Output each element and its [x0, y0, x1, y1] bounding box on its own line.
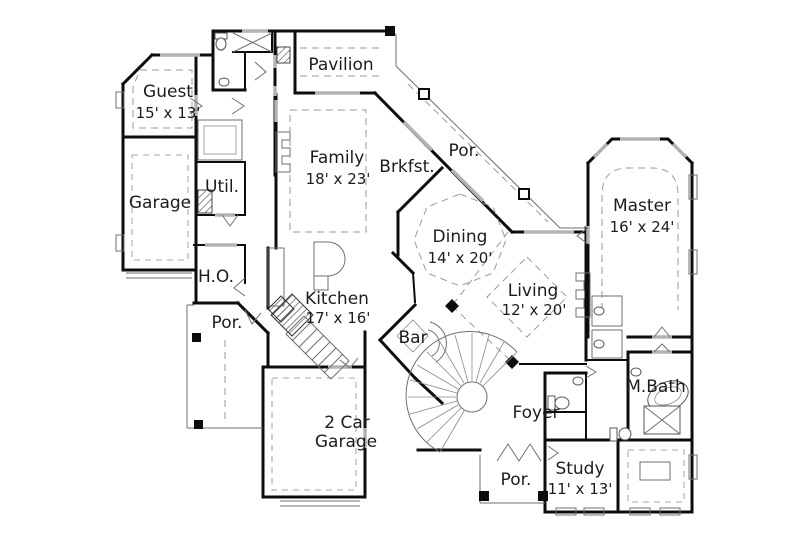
label-por-bottom: Por. — [501, 470, 532, 490]
label-por-upper: Por. — [449, 141, 480, 161]
garage-doors — [126, 154, 360, 507]
label-kitchen-dims: 17' x 16' — [306, 309, 371, 327]
window-openings — [160, 29, 688, 448]
label-dining-dims: 14' x 20' — [428, 249, 493, 267]
window-bumps — [115, 91, 698, 516]
ceiling-dashes — [132, 69, 685, 503]
room-labels: Guest 15' x 13' Garage Util. Pavilion Fa… — [129, 55, 686, 498]
label-guest-dims: 15' x 13' — [136, 104, 201, 122]
label-mbath: M.Bath — [626, 377, 686, 397]
label-2car-line2: Garage — [315, 432, 377, 452]
label-por-left: Por. — [212, 313, 243, 333]
label-pavilion: Pavilion — [308, 55, 373, 75]
label-foyer: Foyer — [512, 403, 559, 423]
label-util: Util. — [205, 177, 239, 197]
spiral-stair — [405, 330, 518, 453]
door-swings — [189, 61, 671, 462]
label-master: Master — [613, 196, 671, 216]
label-dining: Dining — [433, 227, 488, 247]
label-family: Family — [310, 148, 365, 168]
label-ho: H.O. — [198, 267, 234, 287]
columns — [445, 299, 519, 369]
label-guest: Guest — [143, 82, 193, 102]
label-bar: Bar — [398, 328, 427, 348]
label-master-dims: 16' x 24' — [610, 218, 675, 236]
kitchen-details — [267, 241, 447, 363]
upper-porch — [300, 26, 588, 229]
label-garage: Garage — [129, 193, 191, 213]
porches — [186, 304, 548, 504]
label-living-dims: 12' x 20' — [502, 301, 567, 319]
label-study-dims: 11' x 13' — [548, 480, 613, 498]
label-kitchen: Kitchen — [305, 289, 369, 309]
label-2car-line1: 2 Car — [324, 413, 370, 433]
label-family-dims: 18' x 23' — [306, 170, 371, 188]
fixtures — [197, 32, 689, 481]
label-study: Study — [555, 459, 604, 479]
label-living: Living — [508, 281, 559, 301]
label-brkfst: Brkfst. — [379, 157, 434, 177]
